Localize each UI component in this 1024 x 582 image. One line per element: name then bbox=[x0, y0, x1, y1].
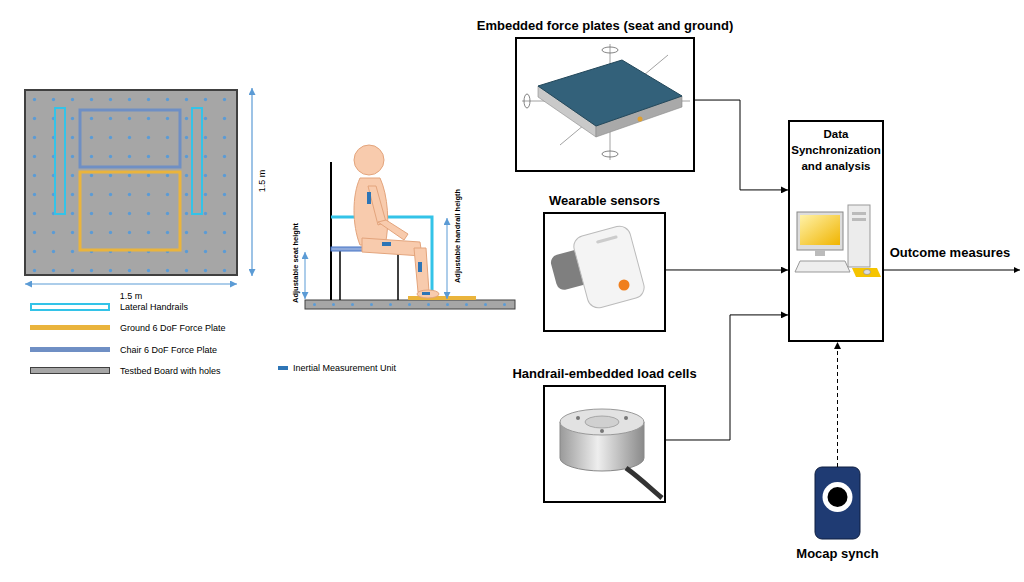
height-arrow bbox=[447, 218, 448, 299]
legend-text: Inertial Measurement Unit bbox=[293, 363, 396, 373]
drive-slot bbox=[852, 212, 866, 215]
ground-force-plate bbox=[408, 296, 476, 300]
rotation-mark bbox=[602, 151, 618, 157]
legend-swatch bbox=[30, 367, 110, 374]
mouse bbox=[864, 270, 871, 275]
testbed-holes bbox=[305, 300, 515, 309]
monitor-stand bbox=[815, 250, 825, 256]
screw-hole bbox=[624, 416, 628, 420]
output-arrow bbox=[884, 270, 1020, 271]
legend-swatch bbox=[30, 325, 110, 330]
rotation-mark bbox=[524, 94, 530, 108]
imu-marker bbox=[422, 292, 430, 295]
dimension-line bbox=[251, 88, 252, 276]
dimension-line bbox=[25, 283, 237, 284]
imu-marker bbox=[367, 192, 371, 204]
sensor-button bbox=[619, 280, 630, 291]
node-title: Mocap synch bbox=[765, 546, 910, 561]
testbed-holes bbox=[25, 90, 237, 275]
screw-hole bbox=[600, 429, 604, 433]
plate-connector bbox=[638, 117, 643, 122]
legend-text: Lateral Handrails bbox=[120, 302, 188, 312]
legend-swatch bbox=[278, 366, 288, 370]
dimension-label: 1.5 m bbox=[257, 170, 267, 193]
chair-leg bbox=[397, 251, 399, 300]
legend-swatch bbox=[30, 347, 110, 352]
imu-marker bbox=[418, 262, 422, 272]
node-title: Handrail-embedded load cells bbox=[445, 366, 764, 381]
monitor bbox=[797, 212, 843, 250]
lateral-handrail bbox=[192, 108, 202, 214]
chair-leg bbox=[339, 251, 341, 300]
keyboard bbox=[795, 261, 850, 272]
node-title: Data Synchronization and analysis bbox=[790, 122, 882, 174]
mouse-pad bbox=[852, 268, 881, 277]
legend-text: Testbed Board with holes bbox=[120, 366, 221, 376]
device-node: Mocap synch bbox=[815, 467, 860, 539]
person-thigh bbox=[362, 238, 422, 256]
sensor-slot bbox=[596, 235, 618, 244]
testbed-board bbox=[305, 300, 515, 309]
chair-force-plate bbox=[80, 110, 180, 167]
chair-back bbox=[330, 162, 332, 300]
process-box: Handrail-embedded load cells bbox=[543, 385, 666, 503]
process-box: Embedded force plates (seat and ground) bbox=[515, 37, 695, 172]
axis-note: Adjustable handrail heigth bbox=[453, 189, 462, 283]
connector-arrow bbox=[837, 342, 838, 467]
output-label: Outcome measures bbox=[890, 245, 1011, 260]
person-foot bbox=[417, 290, 439, 298]
connector-arrow bbox=[666, 269, 788, 270]
drive-slot bbox=[852, 218, 866, 221]
mocap-lens bbox=[828, 487, 848, 507]
mocap-lens-ring bbox=[823, 482, 853, 512]
process-box: Data Synchronization and analysis bbox=[788, 120, 884, 342]
node-title: Wearable sensors bbox=[445, 193, 764, 208]
person-shin bbox=[414, 248, 429, 292]
ground-force-plate bbox=[80, 172, 180, 250]
lateral-handrail bbox=[55, 108, 65, 214]
load-cell-cable bbox=[626, 468, 662, 498]
legend-swatch bbox=[30, 303, 110, 311]
axis-note: Adjustable seat height bbox=[291, 223, 300, 303]
mocap-device bbox=[815, 467, 860, 539]
person-arm bbox=[368, 186, 386, 225]
person-head bbox=[354, 145, 384, 175]
node-title: Embedded force plates (seat and ground) bbox=[417, 18, 793, 33]
person-forearm bbox=[378, 220, 408, 240]
plate-top bbox=[538, 60, 682, 126]
sensor-body bbox=[571, 224, 646, 310]
imu-marker bbox=[382, 242, 391, 246]
connector-arrow bbox=[666, 315, 788, 440]
testbed-board bbox=[25, 90, 237, 275]
person-torso bbox=[354, 178, 388, 245]
load-cell-top bbox=[560, 409, 644, 435]
load-cell-ring bbox=[585, 416, 619, 428]
height-arrow bbox=[305, 252, 306, 299]
screw-hole bbox=[576, 416, 580, 420]
monitor-screen bbox=[800, 215, 840, 245]
process-box: Wearable sensors bbox=[543, 212, 666, 332]
legend-text: Chair 6 DoF Force Plate bbox=[120, 345, 217, 355]
connector-arrow bbox=[695, 100, 788, 190]
pc-tower bbox=[848, 205, 870, 267]
legend-text: Ground 6 DoF Force Plate bbox=[120, 323, 226, 333]
dimension-label: 1.5 m bbox=[120, 291, 143, 301]
rotation-mark bbox=[602, 47, 618, 53]
